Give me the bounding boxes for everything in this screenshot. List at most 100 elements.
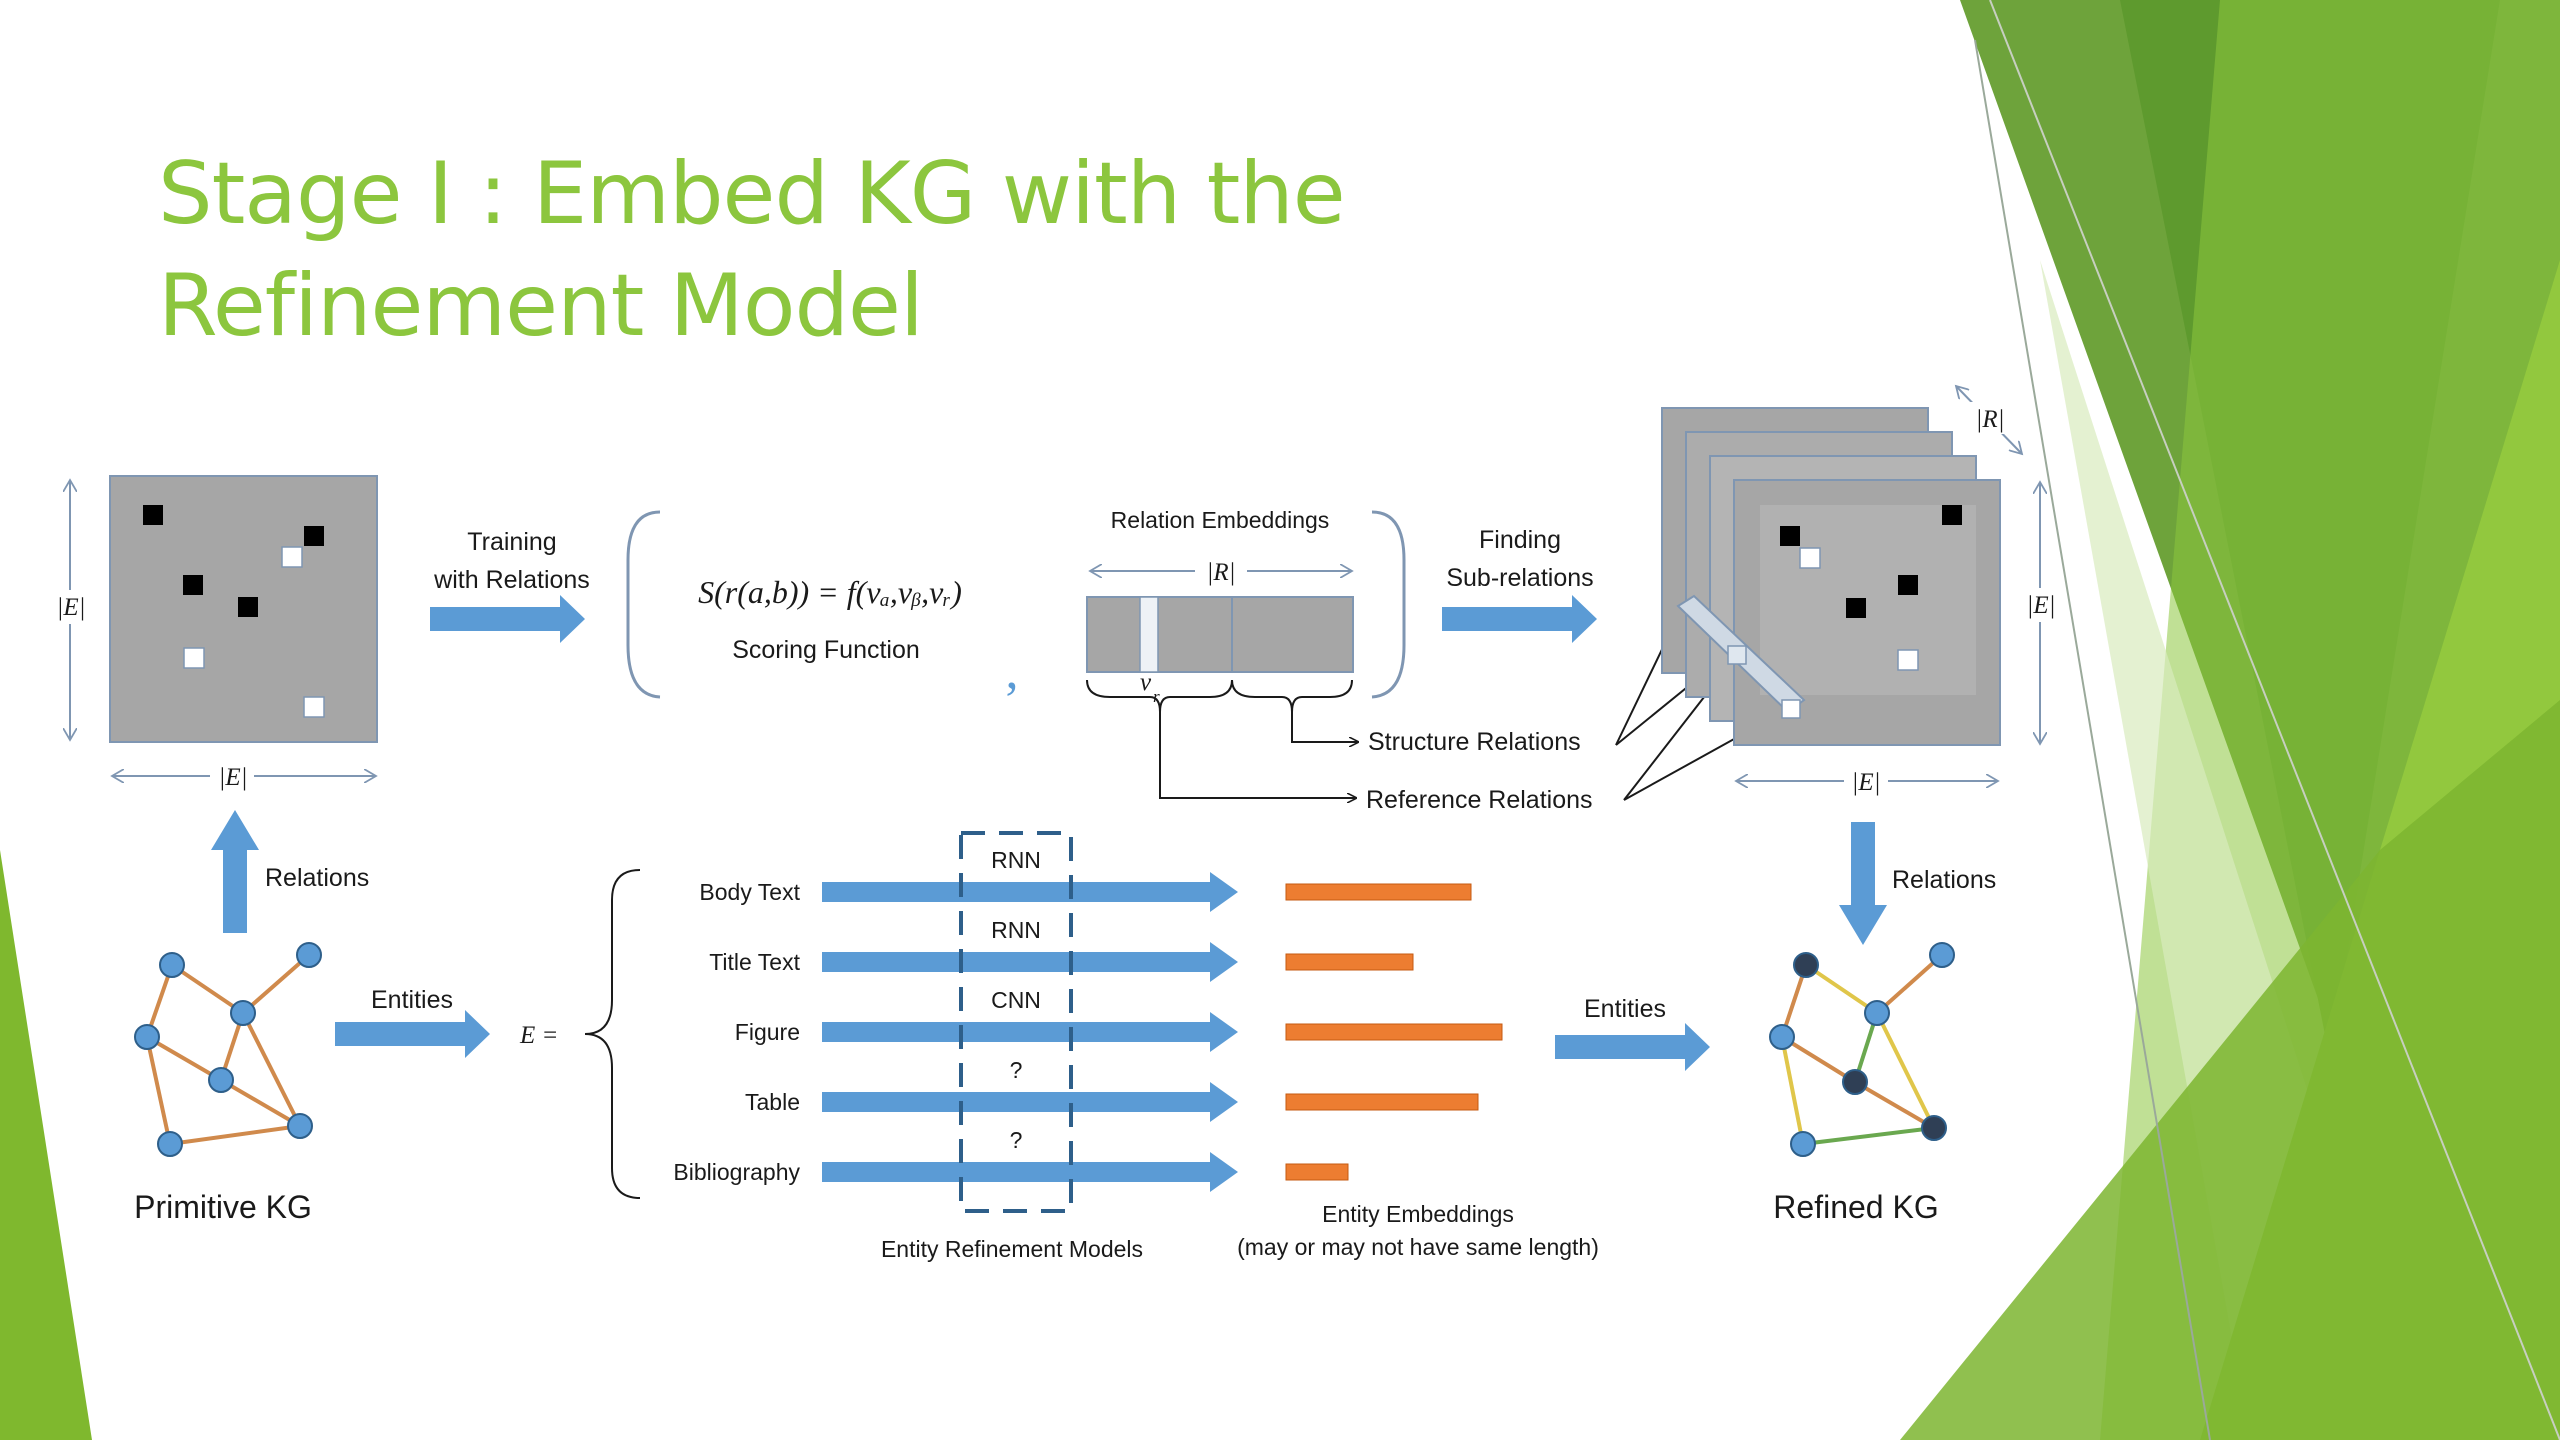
tensor-cell-filled	[1942, 505, 1962, 525]
training-label-line-2: with Relations	[433, 566, 590, 594]
tensor-cell-filled	[1846, 598, 1866, 618]
entity-type-label: Bibliography	[673, 1159, 800, 1185]
entity-set-brace	[584, 869, 641, 1199]
matrix-cell-empty	[281, 546, 303, 568]
refinement-model-label: CNN	[991, 987, 1041, 1013]
left-matrix-width-label: |E|	[218, 764, 247, 791]
matrix-cell-filled	[238, 597, 258, 617]
entity-refinement-arrow	[822, 942, 1238, 982]
relations-label-right: Relations	[1892, 866, 1996, 894]
entity-embeddings-label-line-1: Entity Embeddings	[1322, 1201, 1514, 1227]
left-green-shape	[0, 850, 92, 1440]
finding-label-line-1: Finding	[1479, 526, 1561, 554]
tensor-cell-filled	[1898, 575, 1918, 595]
entity-embedding-bar	[1285, 1163, 1349, 1181]
tensor-width-label: |E|	[1851, 769, 1880, 796]
structure-brace	[1231, 679, 1353, 713]
entity-embedding-bar	[1285, 1093, 1479, 1111]
kg-node	[230, 1000, 256, 1026]
matrix-cell-empty	[183, 647, 205, 669]
entity-refinement-arrow	[822, 1082, 1238, 1122]
entity-type-label: Figure	[735, 1019, 800, 1045]
background-thin-line	[1989, 0, 2560, 1440]
scoring-bracket-left	[626, 510, 661, 699]
relation-embeddings-label: Relation Embeddings	[1111, 507, 1330, 533]
scoring-formula: S(r(a,b)) = f(vₐ,vᵦ,vᵣ)	[698, 574, 962, 610]
tensor-cell-filled	[1780, 526, 1800, 546]
kg-node	[159, 952, 185, 978]
relations-up-arrow	[211, 810, 259, 933]
kg-node	[1790, 1131, 1816, 1157]
relation-tensor-stack	[1661, 407, 2001, 746]
kg-node	[1864, 1000, 1890, 1026]
entity-refinement-arrow	[822, 872, 1238, 912]
relation-embeddings-width-label: |R|	[1206, 559, 1235, 586]
vr-label: v	[1140, 669, 1152, 696]
slide-title-line-1: Stage I : Embed KG with the	[158, 144, 1346, 244]
kg-node	[134, 1024, 160, 1050]
kg-node-refined	[1842, 1069, 1868, 1095]
relation-vector-vr	[1139, 596, 1159, 673]
refinement-model-label: RNN	[991, 847, 1041, 873]
background-thin-line	[1974, 39, 2211, 1440]
matrix-cell-filled	[143, 505, 163, 525]
refinement-model-label: RNN	[991, 917, 1041, 943]
entities-label-left: Entities	[371, 986, 453, 1014]
reference-relations-label: Reference Relations	[1366, 786, 1593, 814]
vr-subscript: r	[1153, 687, 1160, 706]
matrix-cell-filled	[304, 526, 324, 546]
tensor-cell-highlight	[1727, 645, 1747, 665]
slide-title: Stage I : Embed KG with the Refinement M…	[158, 138, 1346, 362]
matrix-cell-filled	[183, 575, 203, 595]
relation-embedding-bar	[1086, 596, 1354, 673]
entity-type-label: Table	[745, 1089, 800, 1115]
entity-embedding-bar	[1285, 953, 1414, 971]
training-label-line-1: Training	[467, 528, 556, 556]
structure-relations-arrow	[1291, 712, 1358, 742]
tensor-cell-highlight	[1781, 699, 1801, 719]
relations-label-left: Relations	[265, 864, 369, 892]
entity-type-label: Title Text	[709, 949, 800, 975]
matrix-cell-empty	[303, 696, 325, 718]
left-matrix-height-label: |E|	[56, 594, 85, 621]
entity-embedding-bar	[1285, 883, 1472, 901]
refinement-model-label: ?	[1010, 1057, 1023, 1083]
structure-relations-label: Structure Relations	[1368, 728, 1581, 756]
slide-title-line-2: Refinement Model	[158, 256, 924, 356]
kg-node	[208, 1067, 234, 1093]
kg-node	[287, 1113, 313, 1139]
separator-comma: ,	[1006, 643, 1019, 700]
adjacency-matrix-left	[109, 475, 378, 743]
refined-kg-label: Refined KG	[1773, 1189, 1938, 1225]
entities-label-right: Entities	[1584, 995, 1666, 1023]
finding-label-line-2: Sub-relations	[1446, 564, 1593, 592]
kg-node-refined	[1793, 952, 1819, 978]
right-green-shape-bottom	[1900, 700, 2560, 1440]
entity-embedding-bar	[1285, 1023, 1503, 1041]
scoring-function-label: Scoring Function	[732, 636, 920, 664]
scoring-bracket-right	[1371, 510, 1406, 699]
kg-node	[1929, 942, 1955, 968]
relations-down-arrow	[1839, 822, 1887, 945]
finding-arrow	[1442, 595, 1597, 643]
primitive-kg-label: Primitive KG	[134, 1189, 312, 1225]
primitive-kg-graph	[134, 942, 322, 1157]
kg-node-refined	[1921, 1115, 1947, 1141]
entity-embeddings-label-line-2: (may or may not have same length)	[1237, 1234, 1599, 1260]
entity-refinement-models-label: Entity Refinement Models	[881, 1236, 1143, 1262]
tensor-cell-empty	[1897, 649, 1919, 671]
tensor-depth-label: |R|	[1975, 406, 2004, 433]
entity-refinement-models-box	[959, 831, 1073, 1213]
tensor-height-label: |E|	[2026, 592, 2055, 619]
kg-node	[296, 942, 322, 968]
entity-type-label: Body Text	[699, 879, 800, 905]
entities-arrow-left	[335, 1010, 490, 1058]
entities-arrow-right	[1555, 1023, 1710, 1071]
reference-relations-arrow	[1159, 712, 1356, 798]
kg-node	[1769, 1024, 1795, 1050]
refinement-model-label: ?	[1010, 1127, 1023, 1153]
